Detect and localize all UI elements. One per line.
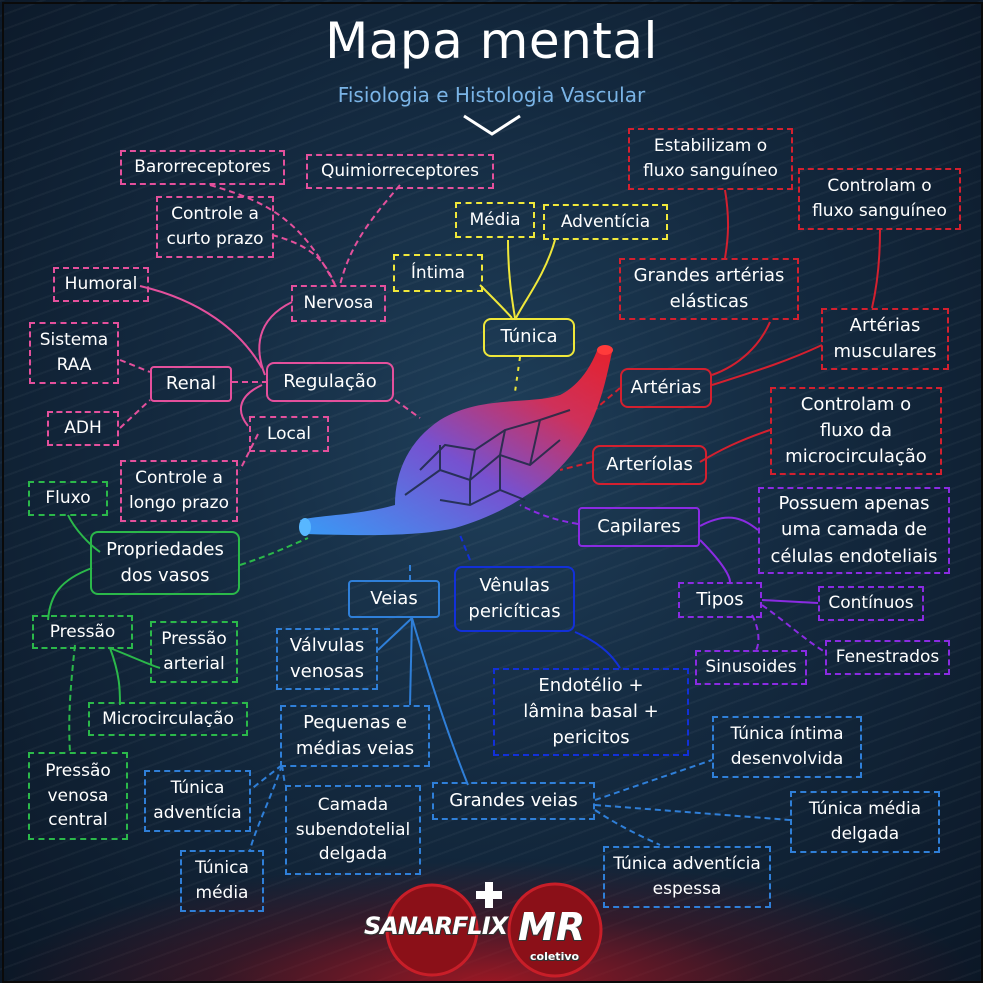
mr-wordmark: MR [518, 905, 586, 949]
node-media: Média [455, 202, 535, 238]
page-subtitle: Fisiologia e Histologia Vascular [337, 83, 646, 107]
node-pressao-venosa-central: Pressão venosa central [28, 752, 128, 840]
node-local: Local [249, 416, 329, 452]
node-controle-curto-prazo: Controle a curto prazo [156, 196, 274, 258]
pink-solid-connectors [139, 285, 293, 427]
node-tunica-media-gv: Túnica média delgada [790, 791, 940, 853]
node-sistema-raa: Sistema RAA [29, 322, 119, 384]
yellow-connectors [479, 239, 556, 319]
node-controlam-fluxo: Controlam o fluxo sanguíneo [798, 168, 961, 230]
node-grandes-arterias: Grandes artérias elásticas [619, 258, 799, 320]
node-fenestrados: Fenestrados [825, 640, 950, 675]
node-intima: Íntima [393, 254, 483, 292]
sanarflix-wordmark: SANARFLIX [364, 912, 508, 940]
node-microcirculacao: Microcirculação [88, 702, 248, 736]
chevron-down-icon [463, 114, 521, 136]
node-adh: ADH [47, 411, 119, 446]
node-arterias-musculares: Artérias musculares [821, 308, 949, 370]
pink-connectors [119, 184, 421, 471]
blue-dashed [249, 565, 791, 851]
mr-logo [507, 882, 603, 978]
node-grandes-veias: Grandes veias [432, 782, 595, 820]
node-endotelio: Endotélio + lâmina basal + pericitos [493, 668, 689, 756]
node-tunica-adventicia-gv: Túnica adventícia espessa [603, 846, 771, 908]
node-nervosa: Nervosa [291, 285, 386, 322]
navy-connectors [574, 631, 621, 669]
node-barorreceptores: Barorreceptores [120, 150, 285, 185]
green-dashed [68, 537, 309, 753]
purple-connectors [699, 516, 819, 604]
node-tunica-adventicia-pm: Túnica adventícia [144, 770, 251, 832]
node-continuos: Contínuos [818, 586, 924, 621]
node-quimiorreceptores: Quimiorreceptores [306, 154, 494, 189]
node-tunica-media-pm: Túnica média [180, 850, 264, 912]
purple-dashed [519, 504, 826, 653]
bottom-glow [0, 860, 983, 983]
blue-connectors [377, 617, 469, 786]
node-camada-endotelial: Possuem apenas uma camada de células end… [758, 487, 950, 574]
node-veias: Veias [348, 580, 440, 618]
node-pressao: Pressão [32, 615, 133, 649]
node-pressao-arterial: Pressão arterial [150, 621, 238, 683]
node-venulas-periciticas: Vênulas pericíticas [454, 566, 575, 632]
navy-dashed [459, 534, 471, 561]
red-connectors [699, 189, 881, 463]
plus-icon [476, 882, 502, 908]
node-regulacao: Regulação [266, 362, 394, 402]
node-controlam-microcirculacao: Controlam o fluxo da microcirculação [770, 387, 942, 475]
node-fluxo: Fluxo [28, 481, 108, 516]
node-humoral: Humoral [53, 267, 149, 302]
node-estabilizam-fluxo: Estabilizam o fluxo sanguíneo [628, 128, 793, 190]
node-sinusoides: Sinusoides [695, 650, 807, 685]
page-title: Mapa mental [325, 12, 658, 70]
sanarflix-logo [385, 883, 479, 977]
node-tipos: Tipos [678, 582, 762, 618]
green-connectors [47, 514, 161, 706]
yellow-dotted [514, 356, 521, 393]
node-adventicia: Adventícia [543, 204, 668, 240]
node-renal: Renal [150, 366, 232, 402]
node-controle-longo-prazo: Controle a longo prazo [120, 460, 238, 522]
node-tunica: Túnica [483, 318, 575, 357]
node-tunica-intima-gv: Túnica íntima desenvolvida [712, 716, 862, 778]
mr-subtext: coletivo [530, 950, 580, 963]
node-pequenas-medias-veias: Pequenas e médias veias [280, 705, 430, 767]
node-valvulas-venosas: Válvulas venosas [276, 628, 378, 690]
node-propriedades-vasos: Propriedades dos vasos [90, 531, 240, 595]
node-camada-subendotelial: Camada subendotelial delgada [285, 785, 421, 875]
node-arteriolas: Arteríolas [592, 445, 707, 485]
node-arterias: Artérias [620, 368, 712, 408]
blood-vessel-illustration [299, 345, 613, 536]
node-capilares: Capilares [578, 507, 700, 547]
